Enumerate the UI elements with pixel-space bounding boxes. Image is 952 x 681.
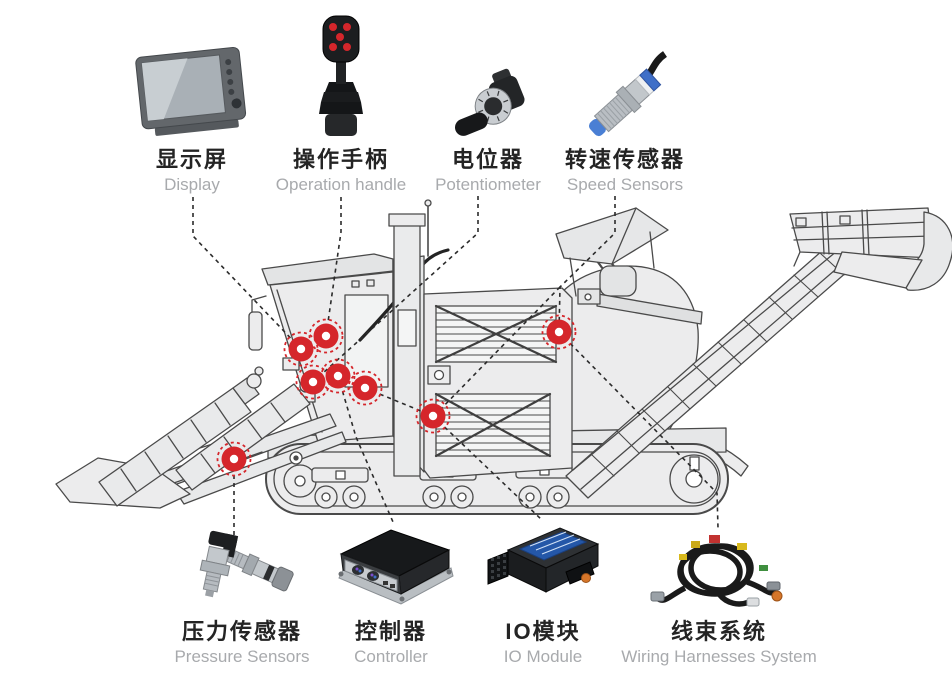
location-marker-display bbox=[283, 331, 319, 367]
component-pressure-sensor: 压力传感器 Pressure Sensors bbox=[142, 520, 342, 667]
operation-handle-image bbox=[241, 12, 441, 140]
machine-front-attachment bbox=[55, 366, 347, 509]
component-label-en: Display bbox=[164, 175, 220, 194]
component-label-en: Controller bbox=[354, 647, 428, 666]
component-label-en: Wiring Harnesses System bbox=[621, 647, 817, 666]
component-wiring-harness: 线束系统 Wiring Harnesses System bbox=[604, 520, 834, 667]
location-marker-operation-handle bbox=[308, 318, 344, 354]
component-display: 显示屏 Display bbox=[92, 12, 292, 195]
component-label-zh: 显示屏 bbox=[155, 147, 228, 172]
component-label-en: IO Module bbox=[503, 647, 583, 666]
component-label-zh: 电位器 bbox=[451, 147, 524, 172]
component-label-en: Speed Sensors bbox=[566, 175, 684, 194]
controller-image bbox=[291, 520, 491, 612]
component-label-zh: 控制器 bbox=[354, 619, 427, 644]
io-module-image bbox=[443, 520, 643, 612]
connector-line-speed-sensor bbox=[558, 196, 616, 333]
component-label-en: Pressure Sensors bbox=[174, 647, 310, 666]
location-marker-controller bbox=[320, 358, 356, 394]
location-marker-pressure-sensor bbox=[216, 441, 252, 477]
display-image bbox=[92, 12, 292, 140]
component-io-module: IO模块 IO Module bbox=[443, 520, 643, 667]
connector-line-potentiometer bbox=[312, 196, 479, 383]
machine-engine-compartment bbox=[423, 287, 573, 479]
location-marker-io-module bbox=[415, 398, 451, 434]
location-marker-io-module bbox=[347, 370, 383, 406]
component-label-en: Operation handle bbox=[275, 175, 407, 194]
connector-line-speed-sensor bbox=[433, 286, 561, 417]
pressure-sensor-image bbox=[142, 520, 342, 612]
component-label-zh: 转速传感器 bbox=[564, 147, 685, 172]
component-operation-handle: 操作手柄 Operation handle bbox=[241, 12, 441, 195]
component-label-zh: IO模块 bbox=[505, 619, 581, 644]
machine-conveyor-boom bbox=[565, 207, 952, 499]
location-marker-speed-sensor bbox=[541, 314, 577, 350]
component-potentiometer: 电位器 Potentiometer bbox=[388, 12, 588, 195]
machine-mast bbox=[388, 199, 432, 477]
component-label-zh: 压力传感器 bbox=[181, 619, 302, 644]
connector-line-io-module bbox=[432, 415, 543, 521]
connector-line-display bbox=[192, 197, 302, 350]
location-marker-potentiometer bbox=[295, 364, 331, 400]
speed-sensor-image bbox=[525, 12, 725, 140]
potentiometer-image bbox=[388, 12, 588, 140]
connector-line-operation-handle bbox=[325, 197, 342, 337]
component-speed-sensor: 转速传感器 Speed Sensors bbox=[525, 12, 725, 195]
component-controller: 控制器 Controller bbox=[291, 520, 491, 667]
connector-line-wiring-harness bbox=[558, 331, 719, 529]
wiring-harness-image bbox=[604, 520, 834, 612]
component-label-zh: 线束系统 bbox=[670, 619, 767, 644]
component-label-zh: 操作手柄 bbox=[292, 147, 389, 172]
component-label-en: Potentiometer bbox=[435, 175, 541, 194]
